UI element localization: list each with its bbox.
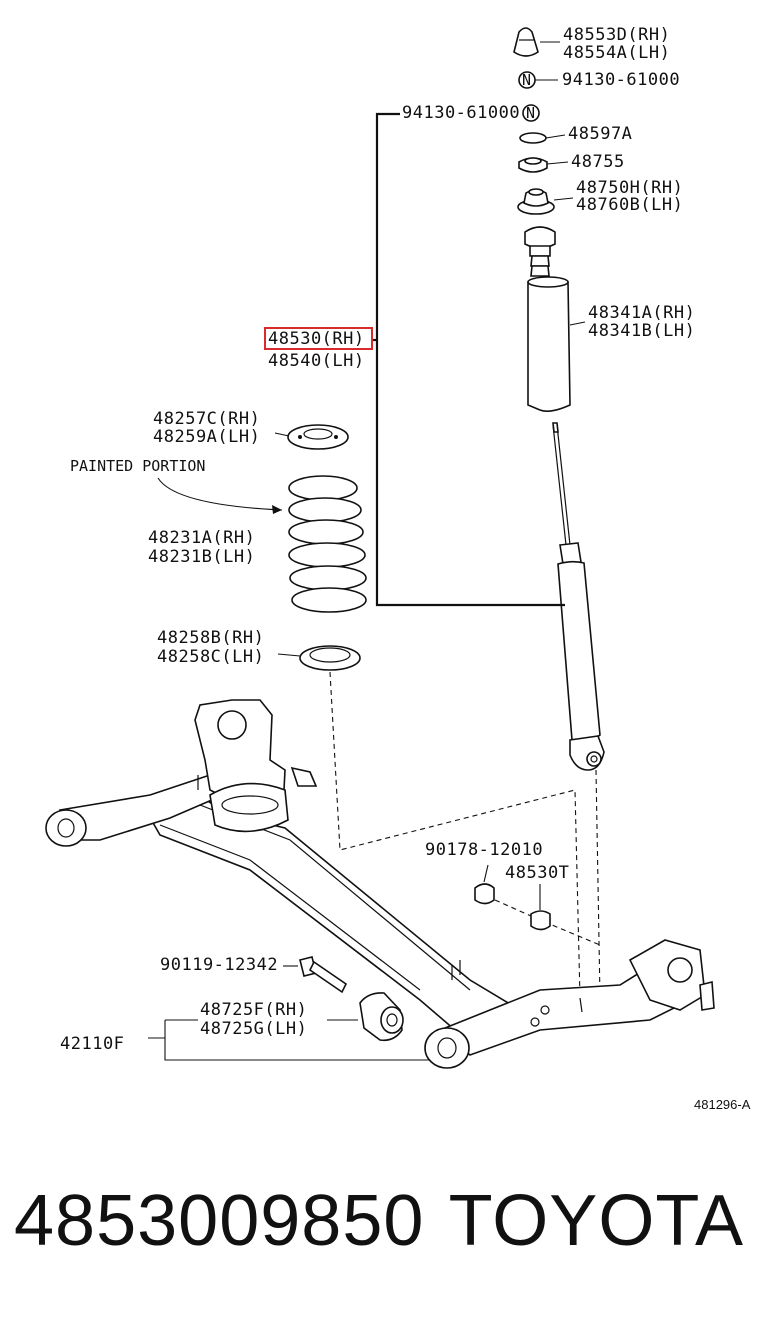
lower-insulator-part <box>299 645 361 671</box>
label-lower-insulator-lh: 48258C(LH) <box>157 647 264 667</box>
brand-name: TOYOTA <box>448 1181 744 1261</box>
label-upper-insulator-rh: 48257C(RH) <box>153 409 260 429</box>
diagram-code: 481296-A <box>694 1097 751 1112</box>
coil-spring-part <box>288 475 367 613</box>
axle-beam-bracket <box>148 1019 432 1061</box>
bushing-part <box>518 157 548 173</box>
beam-bushing-part <box>359 992 404 1042</box>
label-spring-rh: 48231A(RH) <box>148 528 255 548</box>
label-boot-lh: 48341B(LH) <box>588 321 695 341</box>
label-bushing: 48755 <box>571 152 625 172</box>
label-bump-stop-lh: 48554A(LH) <box>563 43 670 63</box>
label-washer: 48597A <box>568 124 632 144</box>
n-mark-bracket-text: N <box>526 104 535 122</box>
label-lower-bushing: 48530T <box>505 863 569 883</box>
painted-portion-arrow <box>157 477 283 511</box>
bolt-upper-part <box>474 883 495 905</box>
label-painted-portion: PAINTED PORTION <box>70 457 205 475</box>
label-beam-bushing-lh: 48725G(LH) <box>200 1019 307 1039</box>
shock-absorber-part <box>552 422 605 771</box>
nut-n-mark-bracket <box>522 104 540 122</box>
n-mark-top-text: N <box>522 71 531 89</box>
label-axle-beam: 42110F <box>60 1034 124 1054</box>
alignment-spring <box>329 671 581 999</box>
label-boot-rh: 48341A(RH) <box>588 303 695 323</box>
label-beam-bushing-rh: 48725F(RH) <box>200 1000 307 1020</box>
label-nut-bracket: 94130-61000 <box>402 103 520 123</box>
label-support-rh: 48750H(RH) <box>576 178 683 198</box>
dust-boot-part <box>524 226 571 412</box>
label-bolt-lower: 90119-12342 <box>160 955 278 975</box>
axle-beam-part <box>45 699 715 1069</box>
upper-insulator-part <box>287 424 349 450</box>
bolt-lower-part <box>299 956 348 994</box>
label-lower-insulator-rh: 48258B(RH) <box>157 628 264 648</box>
label-bump-stop-rh: 48553D(RH) <box>563 25 670 45</box>
lower-bushing-part <box>530 910 551 931</box>
label-spring-lh: 48231B(LH) <box>148 547 255 567</box>
label-bolt-upper: 90178-12010 <box>425 840 543 860</box>
label-nut-top: 94130-61000 <box>562 70 680 90</box>
label-support-lh: 48760B(LH) <box>576 195 683 215</box>
washer-part <box>519 132 547 144</box>
alignment-absorber <box>595 769 601 999</box>
label-absorber-rh: 48530(RH) <box>268 329 365 349</box>
absorber-bracket <box>375 112 565 607</box>
label-upper-insulator-lh: 48259A(LH) <box>153 427 260 447</box>
upper-support-part <box>517 188 555 215</box>
footer: 4853009850 TOYOTA <box>0 1180 760 1290</box>
bump-stop-part <box>513 27 539 57</box>
highlight-box <box>264 327 373 350</box>
part-number: 4853009850 <box>14 1181 425 1261</box>
label-absorber-lh: 48540(LH) <box>268 351 365 371</box>
